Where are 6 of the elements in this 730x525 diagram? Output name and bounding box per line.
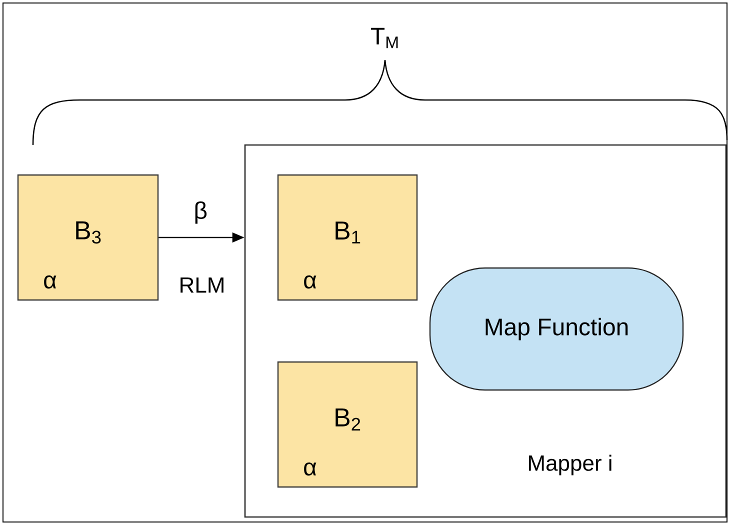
text-label: RLM bbox=[180, 277, 224, 293]
block-box: B$_{3}$ α bbox=[17, 174, 159, 301]
edge-label: β bbox=[195, 201, 207, 224]
block-box: B$_{2}$ α bbox=[277, 361, 418, 488]
brace-label: T$_{M}$ bbox=[370, 28, 398, 48]
block-box: B$_{1}$ α bbox=[277, 174, 418, 301]
